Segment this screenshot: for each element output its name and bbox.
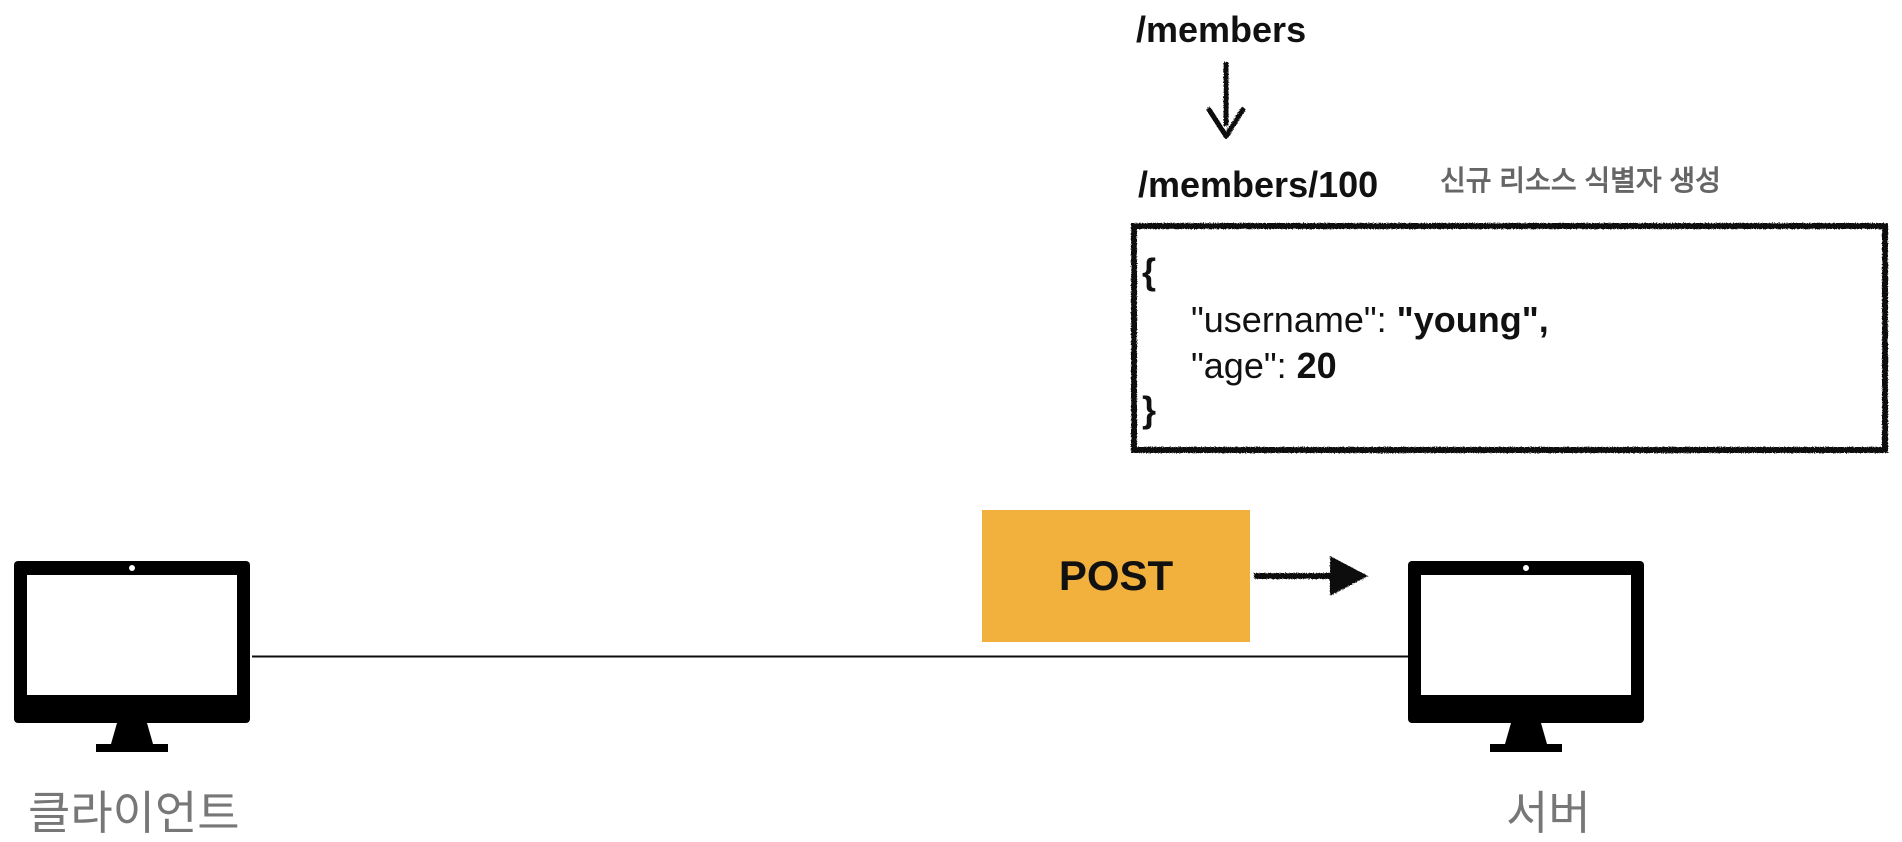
- right-arrow-icon: [1254, 556, 1368, 596]
- json-close-brace: }: [1142, 389, 1157, 430]
- json-key-age: "age":: [1191, 345, 1287, 386]
- client-label: 클라이언트: [28, 787, 240, 839]
- http-method-box: POST: [982, 510, 1250, 642]
- json-box-border: [1131, 223, 1888, 453]
- json-line-username: "username": "young",: [1191, 302, 1549, 338]
- json-key-username: "username":: [1191, 299, 1387, 340]
- json-value-username: "young",: [1386, 299, 1549, 340]
- json-line-age: "age": 20: [1191, 348, 1337, 384]
- json-value-age: 20: [1286, 345, 1337, 386]
- created-path-label: /members/100: [1138, 164, 1379, 205]
- connection-line: [251, 653, 1409, 660]
- request-path-label: /members: [1136, 9, 1307, 50]
- json-open-brace: {: [1142, 251, 1157, 292]
- client-monitor-icon: [14, 561, 250, 752]
- server-label: 서버: [1506, 787, 1591, 839]
- down-arrow-icon: [1205, 62, 1247, 139]
- server-monitor-icon: [1408, 561, 1644, 752]
- http-method-label: POST: [1058, 552, 1174, 599]
- created-note-label: 신규 리소스 식별자 생성: [1440, 165, 1721, 196]
- json-body-box: { "username": "young", "age": 20 }: [1136, 224, 1886, 450]
